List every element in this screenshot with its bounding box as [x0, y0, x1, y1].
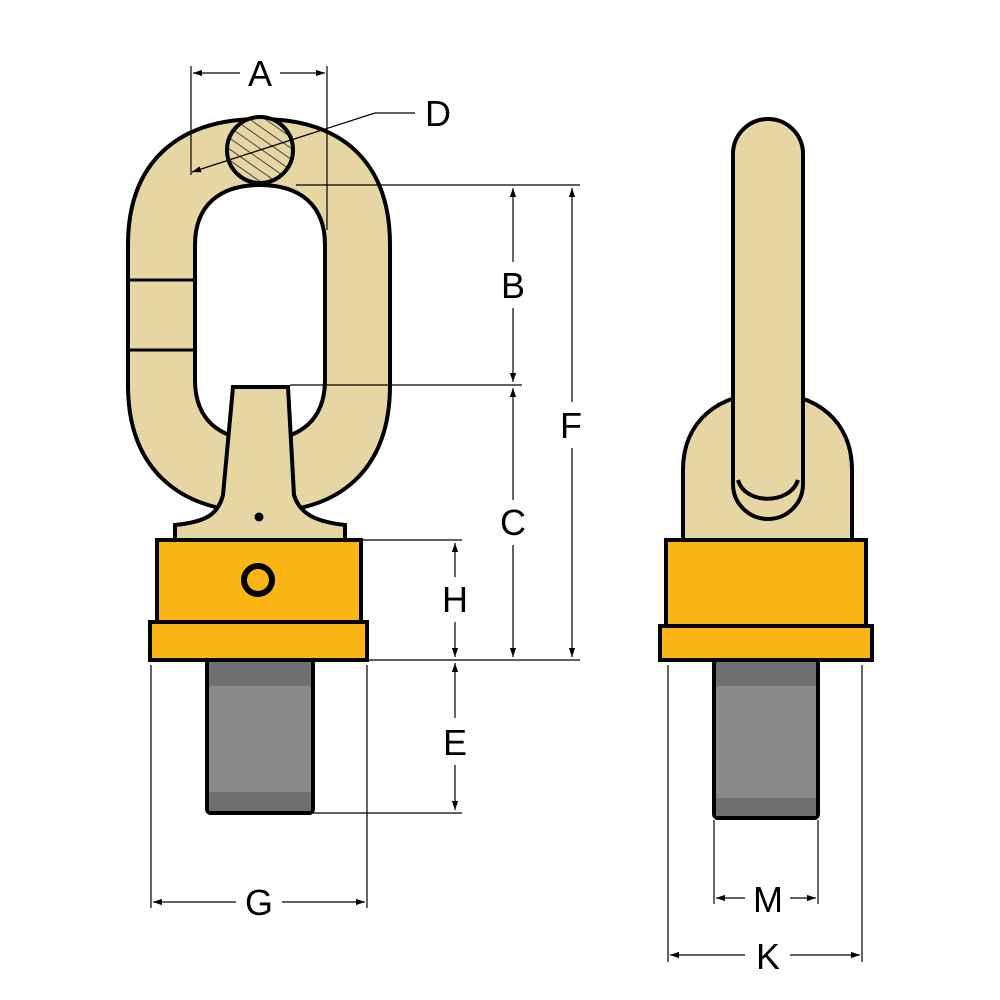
- label-h: H: [442, 579, 468, 620]
- label-k: K: [756, 936, 780, 977]
- front-stud-chamfer: [209, 662, 311, 686]
- dimension-labels: A D B F C H E G M K: [245, 53, 783, 977]
- label-b: B: [501, 265, 525, 306]
- side-view: [658, 117, 874, 820]
- label-f: F: [560, 405, 582, 446]
- side-collar-base: [658, 624, 874, 662]
- side-stud: [712, 658, 820, 820]
- front-collar-base: [148, 620, 369, 662]
- side-ring-shadow: [736, 479, 800, 501]
- front-collar-upper: [155, 538, 363, 624]
- label-c: C: [500, 502, 526, 543]
- side-collar-upper: [664, 538, 868, 628]
- label-d: D: [425, 93, 451, 134]
- front-stud: [205, 658, 315, 815]
- label-a: A: [248, 53, 272, 94]
- label-e: E: [443, 722, 467, 763]
- front-view: [126, 115, 392, 815]
- front-stud-tip: [209, 792, 311, 811]
- side-stud-chamfer: [716, 662, 816, 686]
- side-stud-tip: [716, 798, 816, 816]
- neck-hole: [254, 512, 264, 522]
- collar-pin-hole: [241, 563, 275, 597]
- dimension-lines: [150, 66, 863, 962]
- label-m: M: [753, 879, 783, 920]
- side-ring: [731, 117, 805, 521]
- label-g: G: [245, 882, 273, 923]
